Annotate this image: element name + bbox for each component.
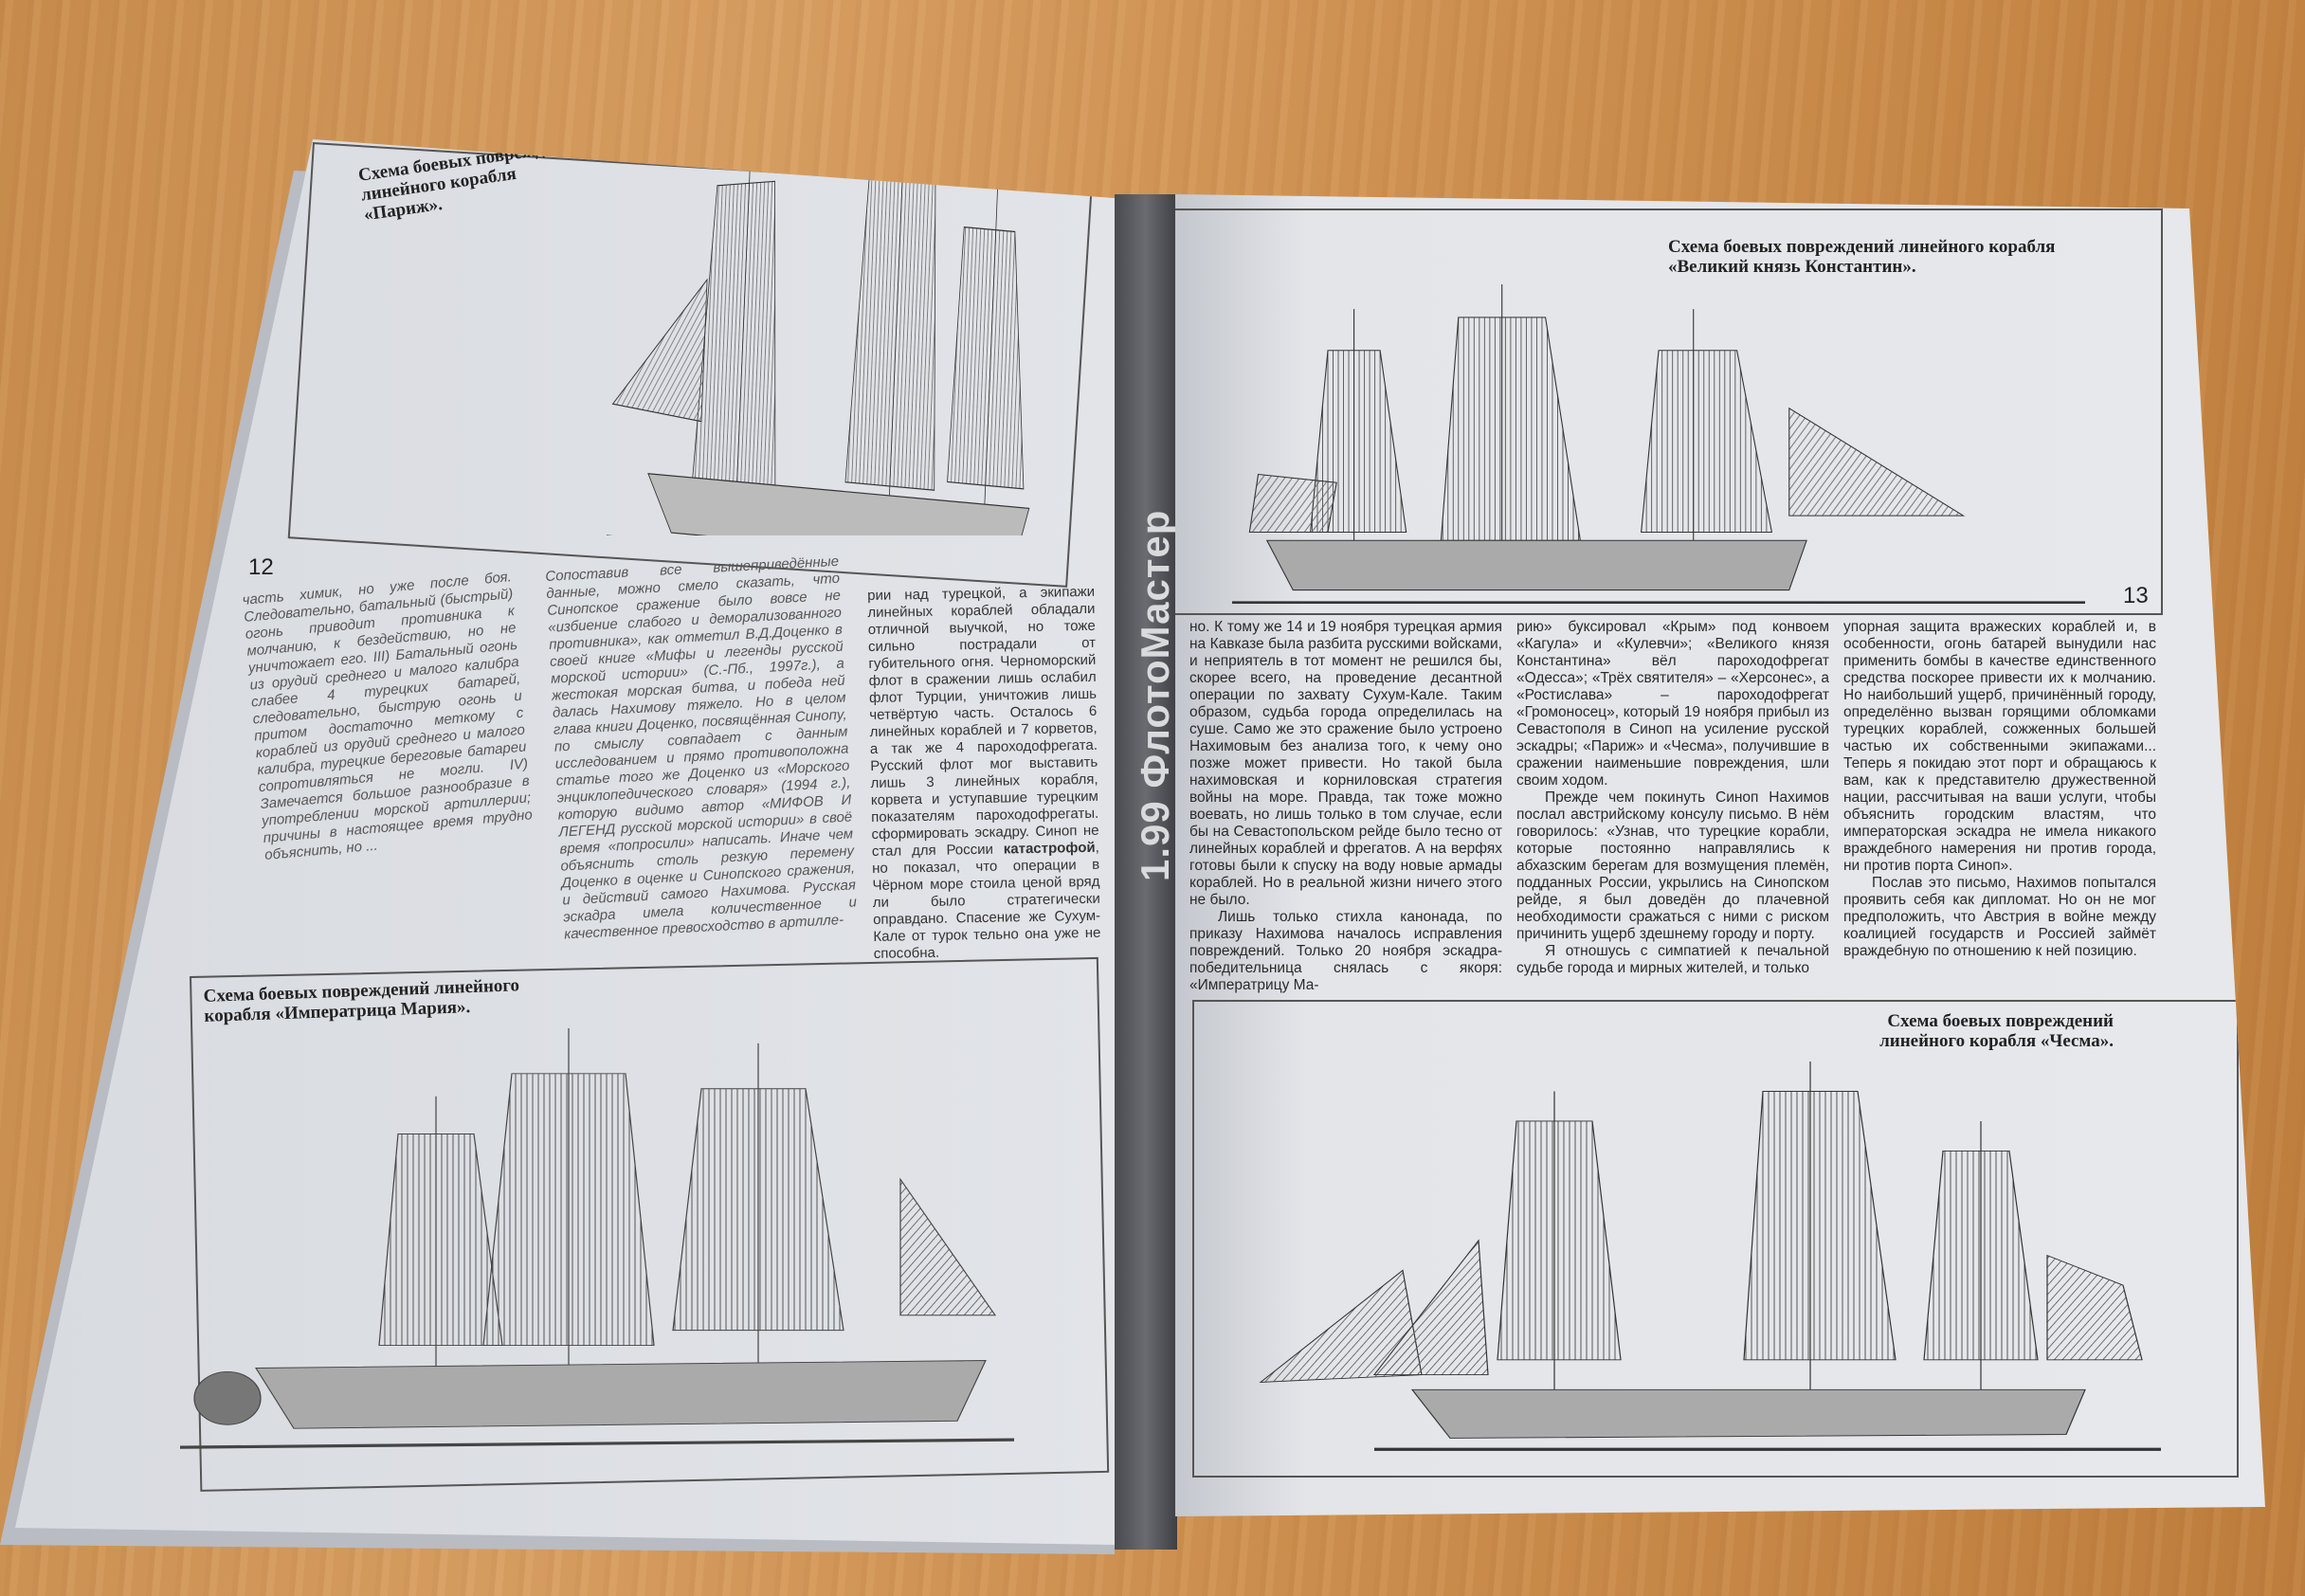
paragraph: но. К тому же 14 и 19 ноября турецкая ар…	[1189, 619, 1502, 908]
right-page: Схема боевых повреждений линейного кораб…	[1175, 194, 2265, 1516]
text-column-3: рии над турецкой, а экипажи линейных кор…	[867, 583, 1101, 962]
paragraph: Послав это письмо, Нахимов попытался про…	[1843, 875, 2156, 959]
ship-drawing-imperatritsa-maria	[179, 1028, 1015, 1449]
ship-figure-frame-chesma	[1192, 1000, 2239, 1478]
paragraph: Прежде чем покинуть Синоп Нахимов послал…	[1516, 789, 1829, 942]
ship-drawing-chesma	[1259, 1061, 2161, 1451]
emphasized-word: катастрофой	[1003, 839, 1096, 858]
figure-caption-chesma: Схема боевых повреждений линейного кораб…	[1879, 1011, 2114, 1051]
text-column-2: рию» буксировал «Крым» под конвоем «Кагу…	[1516, 619, 1829, 977]
figure-caption-konstantin: Схема боевых повреждений линейного кораб…	[1668, 237, 2056, 277]
text-column-1: часть химик, но уже после боя. Следовате…	[242, 569, 534, 863]
paragraph: Лишь только стихла канонада, по приказу …	[1189, 909, 1502, 993]
paragraph: рию» буксировал «Крым» под конвоем «Кагу…	[1516, 619, 1829, 789]
ship-drawing-paris	[607, 139, 1071, 535]
paragraph: Я отношусь с симпатией к печальной судьб…	[1516, 943, 1829, 976]
paragraph: упорная защита вражеских кораблей и, в о…	[1843, 619, 2156, 874]
text-column-3: упорная защита вражеских кораблей и, в о…	[1843, 619, 2156, 960]
text-column-2: Сопоставив все вышеприведённые данные, м…	[545, 553, 858, 943]
ship-figure-frame-konstantin	[1175, 209, 2163, 615]
text-column-1: но. К тому же 14 и 19 ноября турецкая ар…	[1189, 619, 1502, 994]
page-number: 12	[248, 554, 274, 580]
page-number: 13	[2123, 583, 2149, 608]
magazine-spine	[1115, 194, 1177, 1550]
magazine-title: 1.99 ФлотоМастер	[1133, 509, 1177, 881]
ship-drawing-konstantin	[1232, 284, 2085, 604]
